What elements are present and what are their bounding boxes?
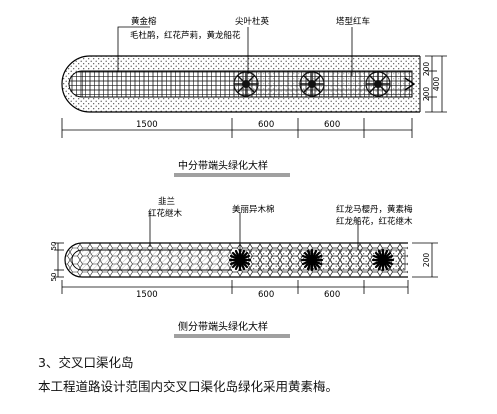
dim-fig2-d1: 1500 (136, 290, 158, 300)
dim-fig1-d1: 1500 (136, 120, 158, 130)
tree-icon (300, 248, 324, 272)
dim-fig1-w1: 200 (422, 62, 431, 77)
label-fig1-plant-a-sub: 毛杜鹃，红花芦莉，黄龙船花 (130, 30, 241, 41)
section-heading: 3、交叉口渠化岛 (38, 355, 134, 370)
dim-fig2-w1: 200 (422, 253, 431, 268)
dim-fig2-r1: 50 (50, 242, 58, 251)
label-fig2-plant-c: 红龙马樱丹，黄素梅 (336, 204, 413, 215)
figure-1 (61, 26, 447, 138)
dim-fig2-d3: 600 (324, 290, 340, 300)
body-paragraph: 本工程道路设计范围内交叉口渠化岛绿化采用黄素梅。 (38, 379, 339, 394)
label-fig2-plant-b: 美丽异木棉 (232, 204, 275, 215)
dim-fig2-r2: 50 (50, 273, 58, 282)
tree-icon (299, 71, 325, 97)
dim-fig1-d3: 600 (324, 120, 340, 130)
dim-fig1-w3: 400 (432, 77, 441, 92)
tree-icon (233, 71, 259, 97)
label-fig1-plant-a: 黄金榕 (131, 16, 157, 27)
dim-fig2-d2: 600 (258, 290, 274, 300)
label-fig2-plant-a-sub: 红花继木 (148, 208, 183, 219)
label-fig1-plant-b: 尖叶杜英 (235, 16, 270, 27)
tree-icon (371, 248, 395, 272)
caption-fig1: 中分带端头绿化大样 (178, 159, 268, 172)
tree-icon (365, 71, 391, 97)
dim-fig1-w2: 200 (422, 87, 431, 102)
label-fig2-plant-c-sub: 红龙船花，红花继木 (336, 216, 413, 227)
tree-icon (228, 248, 252, 272)
dim-fig1-d2: 600 (258, 120, 274, 130)
caption-fig2: 侧分带端头绿化大样 (178, 320, 268, 333)
label-fig2-plant-a: 韭兰 (158, 196, 175, 207)
figure-2 (54, 212, 438, 294)
label-fig1-plant-c: 塔型红车 (336, 16, 370, 27)
